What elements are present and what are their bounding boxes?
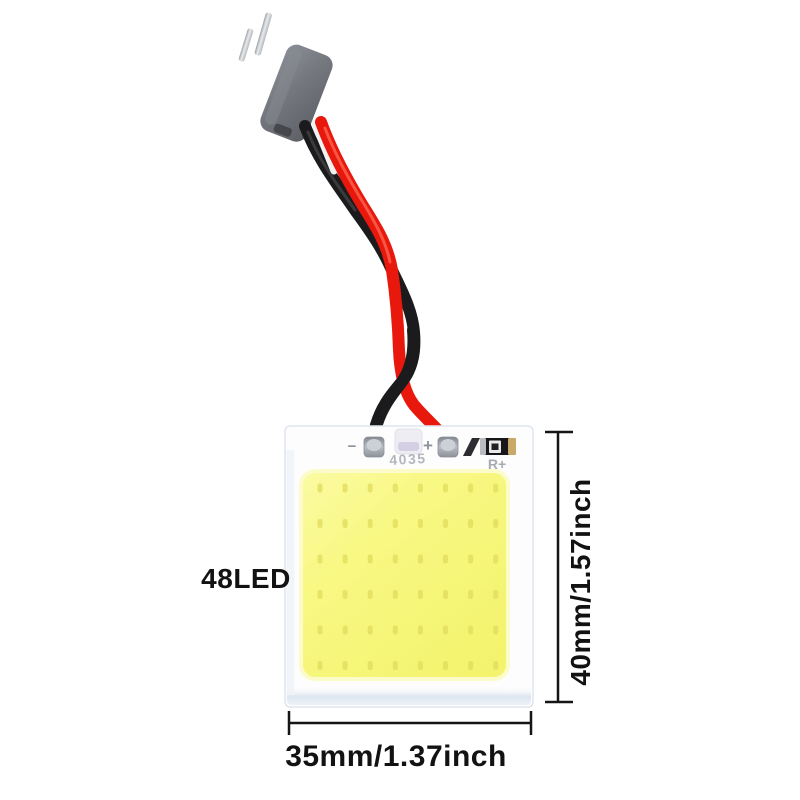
- connector-pin-left: [238, 28, 254, 62]
- height-dimension-line: [545, 430, 573, 704]
- led-dot: [367, 590, 373, 599]
- black-wire-highlight: [306, 130, 357, 212]
- led-dot: [342, 554, 348, 564]
- led-dot: [317, 590, 323, 599]
- connector-pin-right: [254, 12, 272, 56]
- connector-body: [260, 44, 333, 142]
- red-wire: [315, 116, 450, 443]
- led-dot: [468, 625, 474, 635]
- led-dot: [417, 625, 423, 635]
- led-dot: [392, 554, 398, 564]
- red-wire-highlight: [323, 126, 392, 264]
- solder-pad-positive: [437, 436, 459, 458]
- led-dot: [493, 661, 499, 670]
- resistor: [463, 438, 516, 456]
- led-dot: [367, 554, 373, 564]
- led-dot: [468, 554, 474, 564]
- led-dot: [417, 519, 423, 528]
- led-dot: [342, 483, 348, 493]
- led-dot: [493, 590, 499, 599]
- led-dot: [443, 519, 448, 528]
- resistor-label: R+: [488, 456, 506, 472]
- led-dot: [417, 661, 423, 670]
- width-dimension-line: [287, 711, 533, 735]
- led-dot: [468, 661, 474, 670]
- polarity-plus-label: +: [423, 436, 433, 455]
- module-marking-label: 4035: [389, 450, 427, 468]
- cob-led-panel: [299, 469, 510, 681]
- led-dot: [417, 554, 423, 564]
- led-dot: [317, 625, 323, 635]
- led-dot: [417, 483, 423, 493]
- led-dot: [367, 661, 373, 670]
- led-count-label: 48LED: [201, 563, 291, 594]
- led-dot-grid: [317, 483, 499, 670]
- led-dot: [342, 519, 348, 528]
- led-dot: [392, 590, 398, 599]
- led-dot: [392, 483, 398, 493]
- led-dot: [367, 519, 373, 528]
- led-dot: [443, 554, 448, 564]
- led-dot: [342, 590, 348, 599]
- led-module-footprint: [394, 428, 423, 455]
- led-dot: [317, 483, 323, 493]
- led-dot: [342, 661, 348, 670]
- led-dot: [317, 519, 323, 528]
- led-dot: [468, 483, 474, 493]
- led-dot: [493, 625, 499, 635]
- polarity-minus-label: −: [348, 438, 357, 455]
- led-dot: [367, 483, 373, 493]
- led-dot: [367, 625, 373, 635]
- led-dot: [493, 554, 499, 564]
- led-dot: [493, 483, 499, 493]
- led-dot: [317, 554, 323, 564]
- led-dot: [392, 519, 398, 528]
- led-dot: [443, 661, 448, 670]
- led-dot: [392, 625, 398, 635]
- height-dimension-label: 40mm/1.57inch: [565, 478, 596, 685]
- led-dot: [317, 661, 323, 670]
- led-dot: [493, 519, 499, 528]
- width-dimension-label: 35mm/1.37inch: [285, 740, 507, 773]
- led-dot: [342, 625, 348, 635]
- led-dot: [468, 590, 474, 599]
- black-wire-overlap: [371, 324, 420, 430]
- led-dot: [443, 590, 448, 599]
- led-dot: [417, 590, 423, 599]
- led-dot: [468, 519, 474, 528]
- solder-pad-negative: [363, 436, 385, 458]
- led-dot: [392, 661, 398, 670]
- led-dot: [443, 625, 448, 635]
- led-dot: [443, 483, 448, 493]
